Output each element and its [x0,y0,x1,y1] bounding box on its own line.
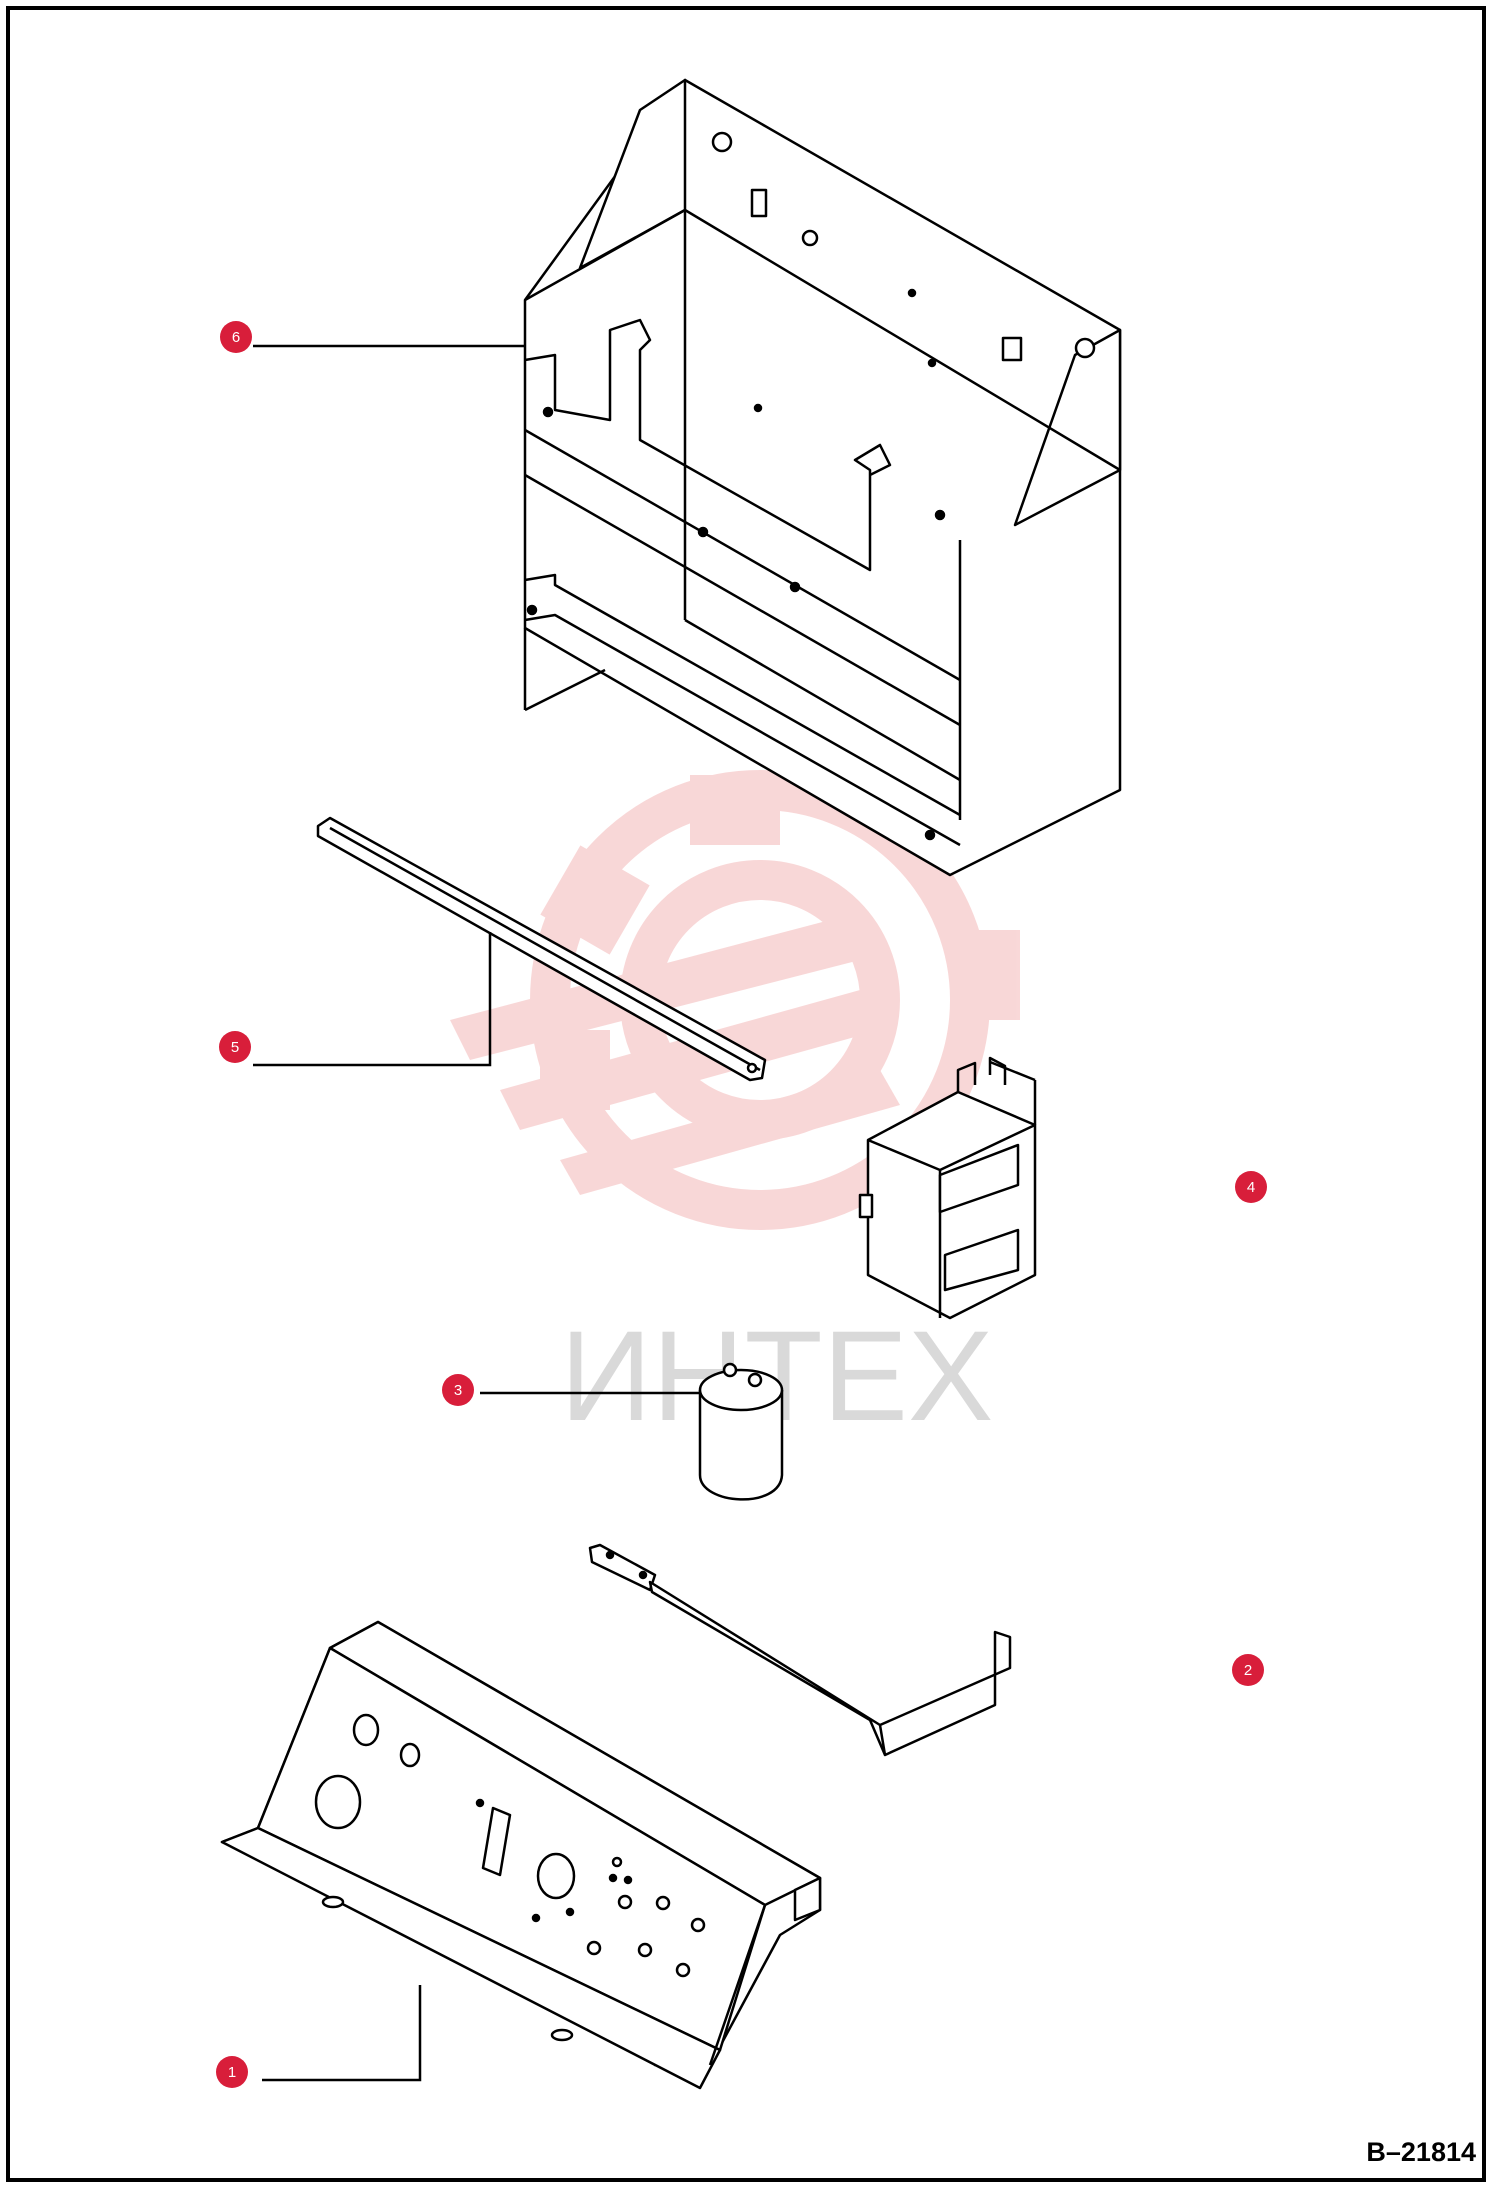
callout-number: 4 [1247,1179,1255,1196]
callout-5[interactable]: 5 [219,1031,251,1063]
angle-strip-part [316,816,767,1082]
drawing-frame [6,6,1486,2182]
callout-number: 3 [454,1382,462,1399]
callout-6[interactable]: 6 [220,321,252,353]
leader-lines [253,344,700,2082]
control-panel-part [220,1620,822,2090]
callout-4[interactable]: 4 [1235,1171,1267,1203]
callout-marker-icon [442,1374,474,1406]
callout-number: 2 [1244,1662,1252,1679]
capacitor-part [698,1362,784,1501]
enclosure-box-part [523,78,1122,877]
drawing-reference-code: B–21814 [1366,2137,1476,2167]
callout-layer: 1 2 3 4 5 6 [216,321,1267,2088]
callout-marker-icon [219,1031,251,1063]
callout-marker-icon [1232,1654,1264,1686]
mounting-bracket-part [588,1543,1012,1757]
callout-3[interactable]: 3 [442,1374,474,1406]
callout-number: 6 [232,329,240,346]
callout-marker-icon [216,2056,248,2088]
callout-marker-icon [220,321,252,353]
callout-1[interactable]: 1 [216,2056,248,2088]
relay-box-part [858,1056,1037,1320]
callout-2[interactable]: 2 [1232,1654,1264,1686]
callout-marker-icon [1235,1171,1267,1203]
callout-number: 1 [228,2064,236,2081]
callout-number: 5 [231,1039,239,1056]
